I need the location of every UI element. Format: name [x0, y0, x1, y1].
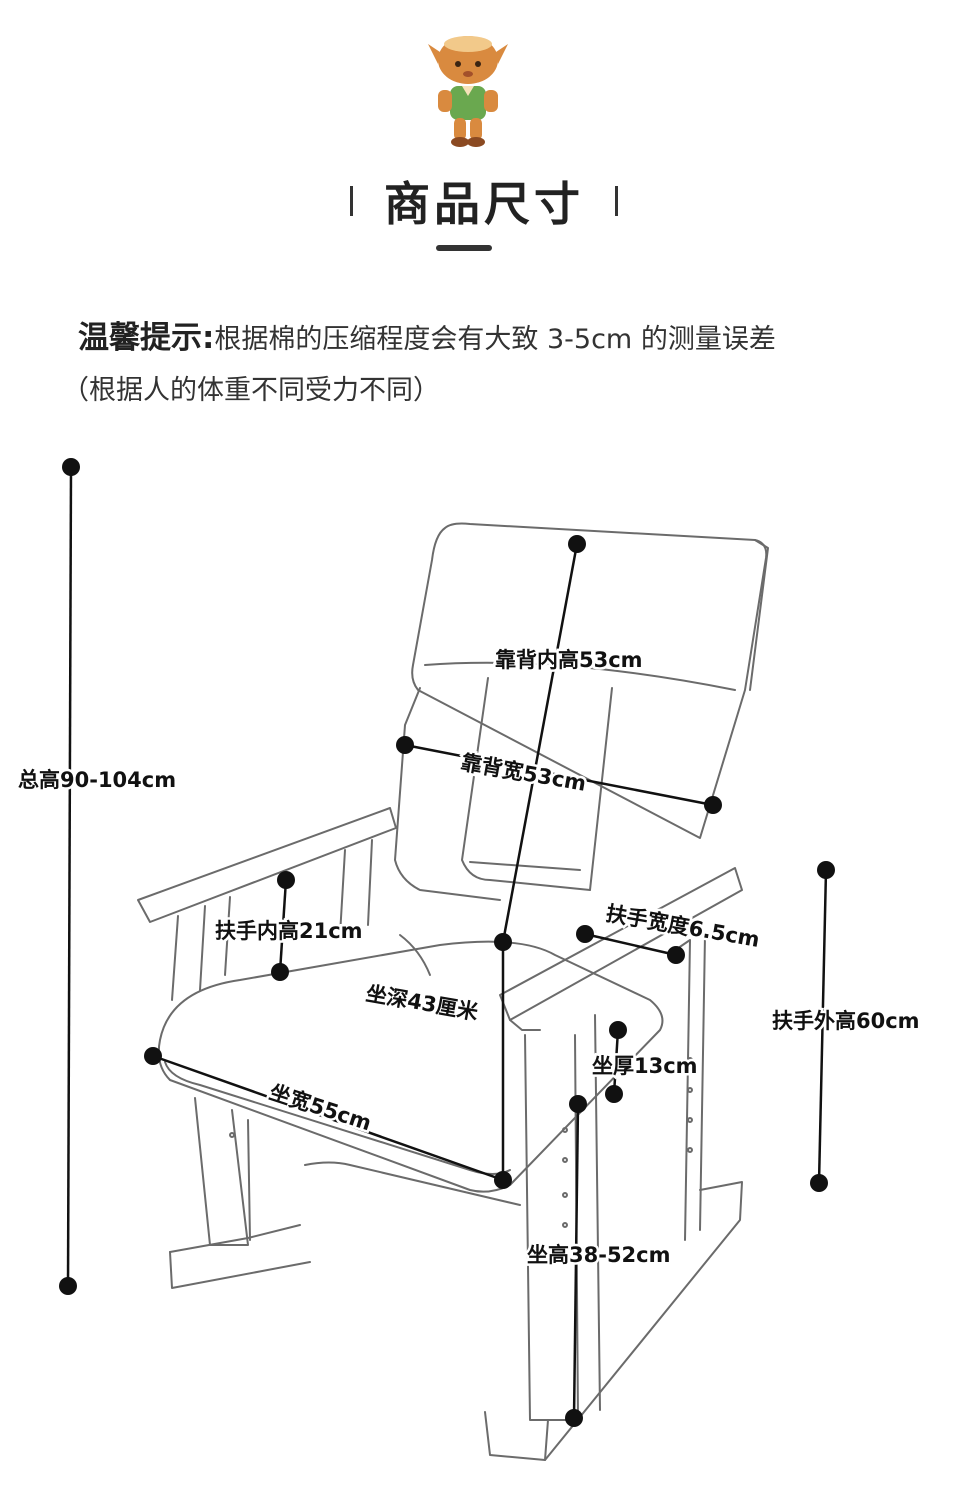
- dot-arm-inner-top: [277, 871, 295, 889]
- dot-arm-outer-bottom: [810, 1174, 828, 1192]
- section-title: 商品尺寸: [0, 168, 968, 231]
- tip-line: 温馨提示:根据棉的压缩程度会有大致 3-5cm 的测量误差: [78, 312, 776, 357]
- tree-stump-mascot-icon: [428, 36, 508, 147]
- dot-total-top: [62, 458, 80, 476]
- dot-thick-bottom: [605, 1085, 623, 1103]
- dot-arm-inner-bottom: [271, 963, 289, 981]
- title-right-bar: [615, 186, 619, 216]
- dot-arm-outer-top: [817, 861, 835, 879]
- dot-seat-height-bottom: [565, 1409, 583, 1427]
- label-back-width: 靠背宽53cm: [459, 750, 588, 796]
- tip-text: 根据棉的压缩程度会有大致 3-5cm 的测量误差: [214, 324, 776, 355]
- label-back-inner-height: 靠背内高53cm: [495, 648, 643, 672]
- label-armrest-inner-height: 扶手内高21cm: [215, 919, 363, 943]
- label-total-height: 总高90-104cm: [18, 768, 176, 792]
- dot-back-right: [704, 796, 722, 814]
- dot-seat-right: [494, 1171, 512, 1189]
- dot-total-bottom: [59, 1277, 77, 1295]
- dot-thick-top: [609, 1021, 627, 1039]
- label-armrest-outer-height: 扶手外高60cm: [772, 1009, 920, 1033]
- title-left-bar: [349, 186, 353, 216]
- dot-arm-width-right: [667, 946, 685, 964]
- label-seat-height: 坐高38-52cm: [527, 1243, 671, 1267]
- dimension-dots: [59, 458, 835, 1427]
- page-title: 商品尺寸: [384, 177, 584, 231]
- dimension-labels: 总高90-104cm 靠背内高53cm 靠背宽53cm 扶手内高21cm 扶手宽…: [16, 646, 923, 1270]
- dimension-lines: [66, 466, 828, 1419]
- dot-seat-left: [144, 1047, 162, 1065]
- label-seat-thickness: 坐厚13cm: [592, 1054, 698, 1078]
- title-underline: [436, 245, 492, 251]
- chair-drawing: [137, 522, 769, 1461]
- dot-back-left: [396, 736, 414, 754]
- dot-back-bottom: [494, 933, 512, 951]
- dot-arm-width-left: [576, 925, 594, 943]
- tip-subtext: （根据人的体重不同受力不同）: [62, 375, 440, 406]
- tip-label: 温馨提示:: [78, 320, 215, 356]
- dot-seat-height-top: [569, 1095, 587, 1113]
- label-seat-width: 坐宽55cm: [266, 1080, 374, 1135]
- dot-back-top: [568, 535, 586, 553]
- label-seat-depth: 坐深43厘米: [364, 981, 481, 1024]
